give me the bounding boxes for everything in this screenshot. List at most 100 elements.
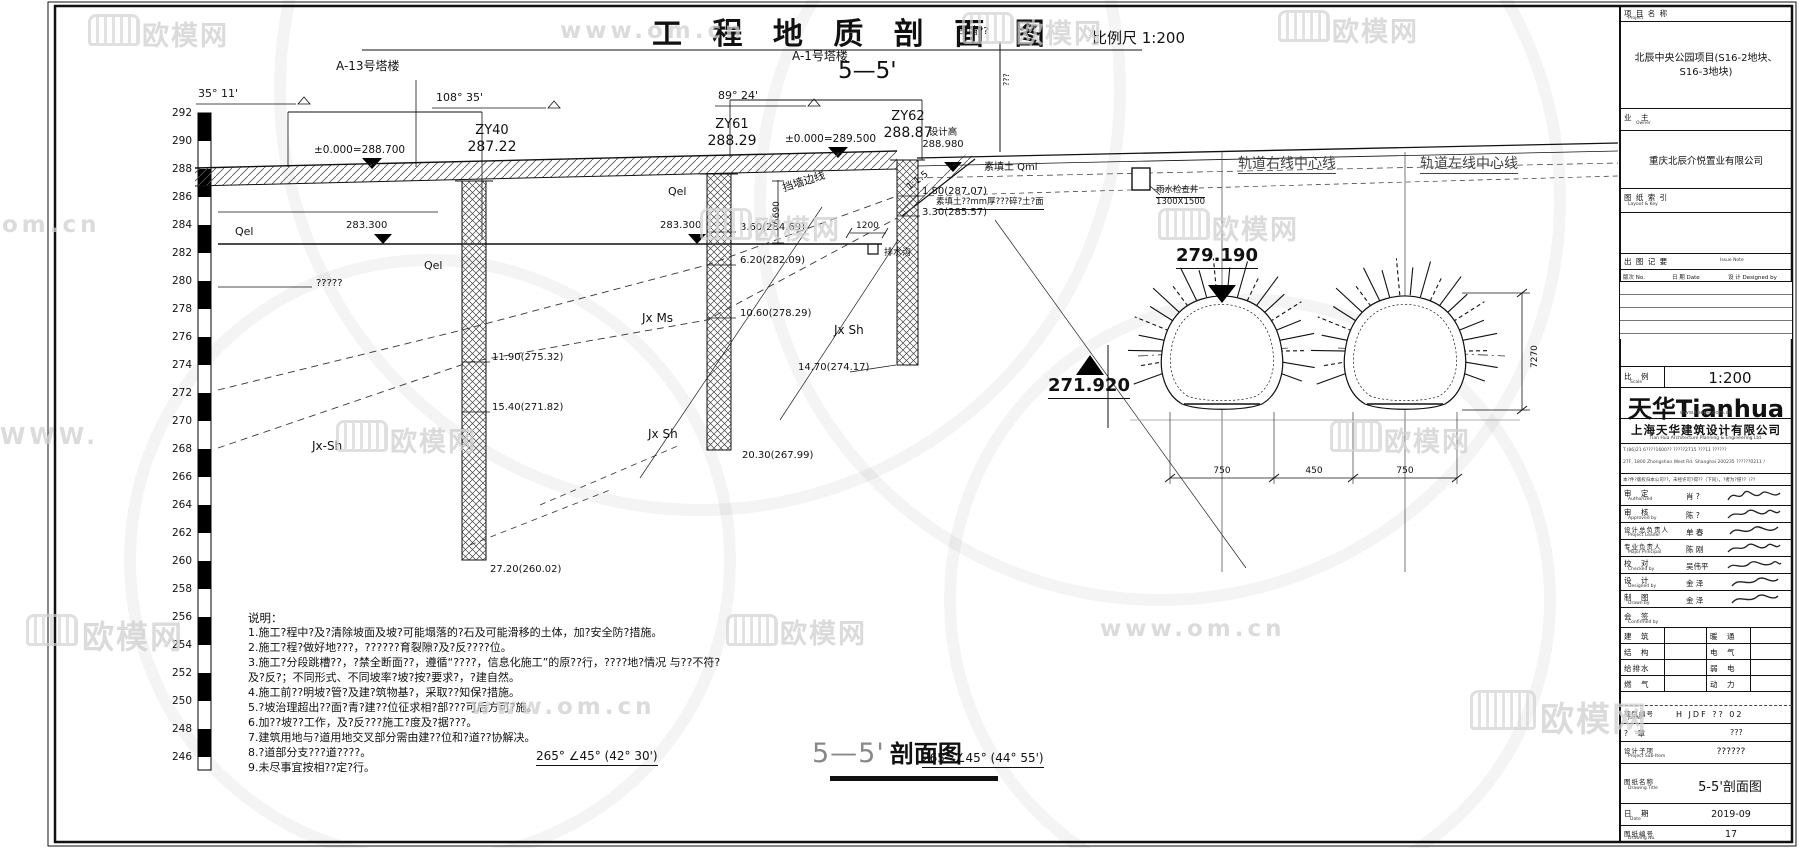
- issue-label: 出 图 记 要: [1624, 257, 1669, 266]
- borehole-id: ZY62: [891, 109, 925, 124]
- elevation-label: 262: [171, 527, 192, 539]
- footer-section-text: 剖面图: [889, 740, 962, 768]
- signature: [1729, 526, 1779, 535]
- issue-col-design: 设 计 Designed by: [1728, 275, 1777, 281]
- layer-depth: 11.90(275.32): [492, 352, 564, 363]
- sign-label-en: Drawn by: [1628, 601, 1650, 606]
- elevation-label: 270: [171, 415, 192, 427]
- keyplan-box: [1620, 213, 1792, 254]
- date-label-en: Date: [1630, 817, 1641, 822]
- elevation-label: 292: [171, 107, 192, 119]
- elevation-label: 272: [171, 387, 192, 399]
- sign-name: 金 泽: [1686, 579, 1704, 588]
- dim-5690: 5690: [772, 201, 782, 224]
- elevation-label: 246: [171, 751, 192, 763]
- grid-label: 暖 通: [1710, 632, 1736, 641]
- sign-name: 单 春: [1686, 528, 1704, 537]
- elevation-label: 248: [171, 723, 192, 735]
- sign-label-en: Project Leader: [1628, 533, 1661, 538]
- sign-name: 吴伟平: [1686, 562, 1709, 571]
- borehole-zy62: ZY62 288.87: [868, 109, 948, 141]
- sign-label: 审 定: [1624, 489, 1650, 498]
- title-block: 项 目 名 称 Project 北辰中央公园项目(S16-2地块、S16-3地块…: [1620, 6, 1792, 842]
- note-item: 2.施工?程?做好地???，??????育裂隙?及?反????位。: [248, 641, 512, 655]
- note-item: 7.建筑用地与?道用地交叉部分需由建??位和?道??协解决。: [248, 731, 536, 745]
- company-address-1: T.(86)21 6????1600?? ?????2715 ???11 ???…: [1623, 448, 1727, 453]
- grid-label: 结 构: [1624, 648, 1650, 657]
- elevation-label: 284: [171, 219, 192, 231]
- tunnel-height-dim: 7270: [1530, 345, 1540, 368]
- dwgno-label: 图纸编号: [1624, 830, 1654, 838]
- tianhua-website: www.thape.com.cn: [1679, 410, 1733, 416]
- elevation-label: 268: [171, 443, 192, 455]
- issue-label-en: Issue Note: [1720, 258, 1744, 263]
- dwgname-value: 5-5'剖面图: [1698, 780, 1762, 795]
- tunnel-dim: 450: [1305, 466, 1323, 476]
- note-item: 1.施工?程中?及?清除坡面及坡?可能塌落的?石及可能滑移的土体，加?安全防?措…: [248, 626, 663, 640]
- sign-label: 专业负责人: [1624, 543, 1662, 551]
- tunnel-dim: 750: [1396, 466, 1414, 476]
- elevation-label: 274: [171, 359, 192, 371]
- disclaimer: 本?件?版权归本公司??，未经许可?得??（下同），?者为?侵??（??: [1623, 478, 1756, 483]
- date-value: 2019-09: [1711, 809, 1751, 820]
- confirm-label-en: Confirmed by: [1628, 620, 1659, 625]
- elevation-label: 266: [171, 471, 192, 483]
- dwgno-label-en: Drawing No.: [1628, 836, 1656, 841]
- tunnel-invert-elevation: 271.920: [1048, 375, 1130, 399]
- note-item: 5.?坡治理超出??面?青?建??位征求相?部???可后方可?施。: [248, 701, 538, 715]
- note-item: 9.未尽事宜按相??定?行。: [248, 761, 376, 775]
- footer-dip-right: 265° ∠45° (44° 55'): [922, 751, 1044, 768]
- scale-label-en: Scale: [1630, 380, 1643, 385]
- design-level-label: 设计高: [928, 127, 958, 138]
- well-name: 雨水检查井: [1156, 185, 1206, 198]
- dwgno-value: 17: [1724, 829, 1738, 840]
- grid-label: 电 气: [1710, 648, 1736, 657]
- fence-sublabel: ???: [1002, 73, 1011, 86]
- geo-unit: Qel: [424, 259, 443, 272]
- signature: [1727, 560, 1782, 569]
- dwgname-label-en: Drawing Title: [1628, 786, 1658, 791]
- signature: [1727, 509, 1781, 519]
- issue-empty-rows: [1620, 282, 1792, 339]
- dip-annotation: 35° 11': [198, 87, 239, 100]
- sign-name: 肖 ?: [1686, 492, 1700, 501]
- signature: [1731, 594, 1779, 604]
- layer-depth: 10.60(278.29): [740, 308, 812, 319]
- elevation-label: 282: [171, 247, 192, 259]
- geo-unit: Jx Sh: [648, 427, 678, 441]
- dwgname-label: 图纸名称: [1624, 778, 1654, 786]
- company-address-2: 27F, 1800 Zhongshan West Rd. Shanghai 20…: [1623, 460, 1765, 465]
- elevation-label: 290: [171, 135, 192, 147]
- elevation-label: 286: [171, 191, 192, 203]
- footer-section-title: 5—5' 剖面图: [812, 738, 962, 769]
- issue-col-date: 日 期 Date: [1672, 275, 1700, 281]
- confirm-label: 会 签: [1624, 612, 1650, 621]
- dip-annotation: 89° 24': [718, 89, 759, 102]
- borehole-elevation: 288.87: [883, 124, 933, 141]
- elevation-label: 276: [171, 331, 192, 343]
- tunnel-dim: 750: [1213, 466, 1231, 476]
- job-label: 项目编号: [1624, 710, 1654, 718]
- elevation-label: 258: [171, 583, 192, 595]
- layer-depth: 3.30(285.57): [922, 207, 988, 218]
- client-label-en: Owner: [1636, 121, 1651, 126]
- subitem-label: 设计子项: [1624, 747, 1654, 755]
- fence-label: 围墙??: [958, 26, 989, 37]
- notes-header: 说明：: [248, 611, 283, 625]
- keyplan-label-en: Layout & Key: [1628, 202, 1658, 207]
- sign-name: 金 泽: [1686, 596, 1704, 605]
- design-level: 设计高 288.980: [908, 127, 978, 150]
- issue-col-no: 版次 No.: [1623, 275, 1645, 281]
- footer-dip-left: 265° ∠45° (42° 30'): [536, 749, 658, 766]
- signature: [1731, 577, 1779, 587]
- layer-depth: 15.40(271.82): [492, 402, 564, 413]
- sign-label-en: Approved by: [1628, 516, 1657, 521]
- borehole-id: ZY61: [715, 117, 749, 132]
- sign-label-en: Authorized: [1628, 497, 1653, 502]
- client-label: 业 主: [1624, 113, 1650, 122]
- layer-depth: 14.70(274.17): [798, 362, 870, 373]
- company-name: 上海天华建筑设计有限公司: [1631, 423, 1781, 437]
- scale-value: 1:200: [1708, 369, 1752, 387]
- tunnel-crown-elevation: 279.190: [1176, 245, 1258, 269]
